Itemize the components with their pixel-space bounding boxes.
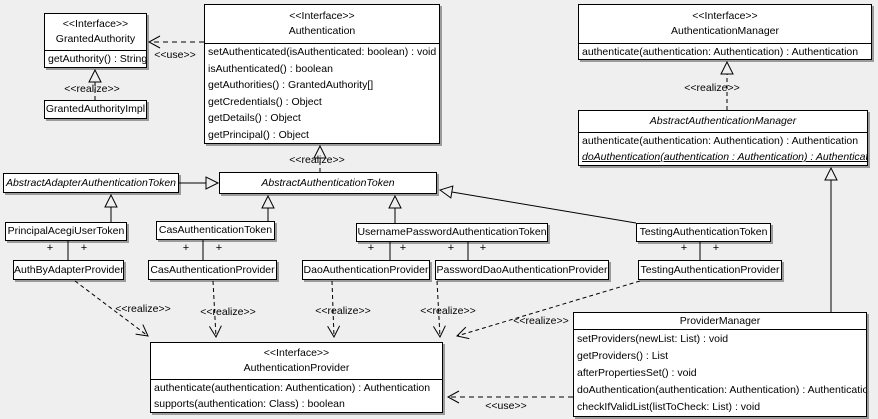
class-name: AbstractAuthenticationManager xyxy=(649,115,797,127)
class-abstract-adapter-authentication-token[interactable]: AbstractAdapterAuthenticationToken xyxy=(3,173,179,193)
operation: getAuthorities() : GrantedAuthority[] xyxy=(208,79,374,92)
realize-label: <<realize>> xyxy=(315,305,371,317)
operation: getAuthority() : String xyxy=(48,53,146,65)
class-username-password-authentication-token[interactable]: UsernamePasswordAuthenticationToken xyxy=(356,223,548,242)
multiplicity-plus: + xyxy=(215,242,223,254)
class-name: PrincipalAcegiUserToken xyxy=(7,225,125,237)
multiplicity-plus: + xyxy=(182,242,190,254)
class-authentication-provider[interactable]: <<Interface>> AuthenticationProvider aut… xyxy=(150,342,443,413)
multiplicity-plus: + xyxy=(367,242,375,254)
class-name: DaoAuthenticationProvider xyxy=(303,263,429,276)
multiplicity-plus: + xyxy=(447,242,455,254)
realize-label: <<realize>> xyxy=(200,306,256,318)
operation: doAuthentication(authentication : Authen… xyxy=(582,151,867,163)
realize-label: <<realize>> xyxy=(115,303,171,315)
class-name: CasAuthenticationProvider xyxy=(150,263,275,276)
use-label: <<use>> xyxy=(154,49,196,61)
class-name: ProviderManager xyxy=(679,314,761,327)
class-cas-authentication-provider[interactable]: CasAuthenticationProvider xyxy=(148,260,277,280)
operation: setAuthenticated(isAuthenticated: boolea… xyxy=(208,46,437,59)
operation: checkIfValidList(listToCheck: List) : vo… xyxy=(577,401,761,414)
stereotype: <<Interface>> xyxy=(289,10,355,22)
class-granted-authority-impl[interactable]: GrantedAuthorityImpl xyxy=(44,100,147,119)
class-auth-by-adapter-provider[interactable]: AuthByAdapterProvider xyxy=(13,260,124,280)
class-granted-authority[interactable]: <<Interface>> GrantedAuthority getAuthor… xyxy=(44,13,147,68)
stereotype: <<Interface>> xyxy=(692,10,758,22)
operation: doAuthentication(authentication: Authent… xyxy=(577,384,866,397)
class-name: AbstractAuthenticationToken xyxy=(261,176,395,189)
realize-label: <<realize>> xyxy=(684,82,740,94)
class-authentication[interactable]: <<Interface>> Authentication setAuthenti… xyxy=(204,4,440,144)
class-testing-authentication-token[interactable]: TestingAuthenticationToken xyxy=(636,223,771,242)
generalization-testingauthenticationtoken xyxy=(438,185,637,224)
multiplicity-plus: + xyxy=(399,242,407,254)
operation: authenticate(authentication: Authenticat… xyxy=(582,135,859,147)
class-name: AuthenticationManager xyxy=(671,25,779,37)
operation: authenticate(authentication: Authenticat… xyxy=(154,382,431,394)
operation: afterPropertiesSet() : void xyxy=(577,366,697,379)
class-testing-authentication-provider[interactable]: TestingAuthenticationProvider xyxy=(638,260,782,280)
multiplicity-plus: + xyxy=(46,242,54,254)
stereotype: <<Interface>> xyxy=(263,347,330,359)
class-provider-manager[interactable]: ProviderManager setProviders(newList: Li… xyxy=(573,312,867,417)
class-dao-authentication-provider[interactable]: DaoAuthenticationProvider xyxy=(302,260,430,280)
class-abstract-authentication-token[interactable]: AbstractAuthenticationToken xyxy=(219,172,437,194)
operation: authenticate(authentication: Authenticat… xyxy=(582,45,859,58)
class-name: AuthByAdapterProvider xyxy=(14,263,124,276)
operation: getProviders() : List xyxy=(577,349,669,362)
class-name: AuthenticationProvider xyxy=(243,362,350,374)
operation: getPrincipal() : Object xyxy=(208,128,309,141)
class-name: PasswordDaoAuthenticationProvider xyxy=(436,263,608,276)
class-password-dao-authentication-provider[interactable]: PasswordDaoAuthenticationProvider xyxy=(435,260,609,280)
realize-label: <<realize>> xyxy=(513,315,569,327)
operation: isAuthenticated() : boolean xyxy=(208,62,333,75)
class-cas-authentication-token[interactable]: CasAuthenticationToken xyxy=(156,221,275,240)
class-name: CasAuthenticationToken xyxy=(158,224,273,236)
class-name: UsernamePasswordAuthenticationToken xyxy=(357,226,547,238)
realize-label: <<realize>> xyxy=(420,305,476,317)
class-authentication-manager[interactable]: <<Interface>> AuthenticationManager auth… xyxy=(578,4,872,60)
operation: supports(authentication: Class) : boolea… xyxy=(154,398,345,410)
multiplicity-plus: + xyxy=(712,242,720,254)
class-principal-acegi-user-token[interactable]: PrincipalAcegiUserToken xyxy=(5,222,127,241)
operation: setProviders(newList: List) : void xyxy=(577,332,729,345)
realize-label: <<realize>> xyxy=(289,154,345,166)
multiplicity-plus: + xyxy=(80,242,88,254)
class-name: TestingAuthenticationToken xyxy=(639,226,768,238)
class-name: GrantedAuthorityImpl xyxy=(45,103,146,115)
class-name: Authentication xyxy=(288,25,356,37)
multiplicity-plus: + xyxy=(479,242,487,254)
class-name: GrantedAuthority xyxy=(55,33,136,45)
class-abstract-authentication-manager[interactable]: AbstractAuthenticationManager authentica… xyxy=(578,110,868,166)
class-name: AbstractAdapterAuthenticationToken xyxy=(5,176,177,189)
realize-label: <<realize>> xyxy=(64,83,120,95)
class-name: TestingAuthenticationProvider xyxy=(640,263,780,276)
operation: getDetails() : Object xyxy=(208,112,301,125)
stereotype: <<Interface>> xyxy=(62,18,129,30)
operation: getCredentials() : Object xyxy=(208,95,322,108)
use-label: <<use>> xyxy=(485,400,527,412)
multiplicity-plus: + xyxy=(680,242,688,254)
